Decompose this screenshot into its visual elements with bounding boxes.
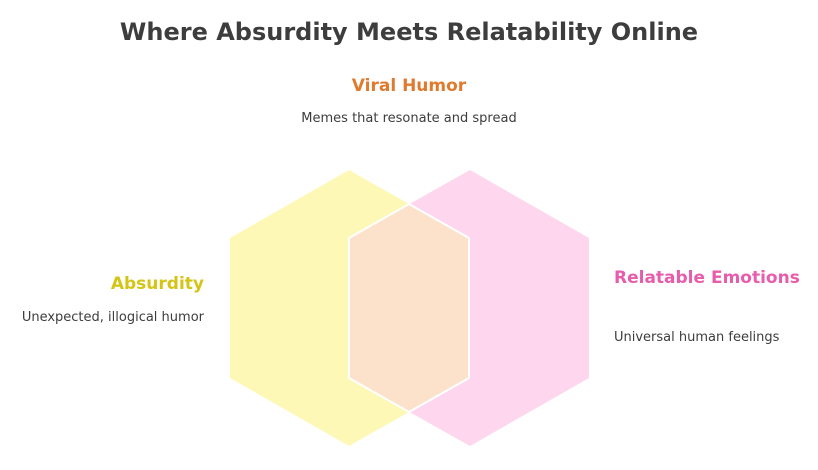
overlap-hexagon xyxy=(348,203,470,413)
page-title: Where Absurdity Meets Relatability Onlin… xyxy=(119,18,699,46)
viral-humor-heading: Viral Humor xyxy=(351,76,467,96)
relatable-emotions-description: Universal human feelings xyxy=(614,330,780,345)
relatable-emotions-heading: Relatable Emotions xyxy=(614,268,800,288)
absurdity-heading: Absurdity xyxy=(110,274,204,294)
viral-humor-description: Memes that resonate and spread xyxy=(301,111,517,126)
absurdity-description: Unexpected, illogical humor xyxy=(21,310,204,325)
